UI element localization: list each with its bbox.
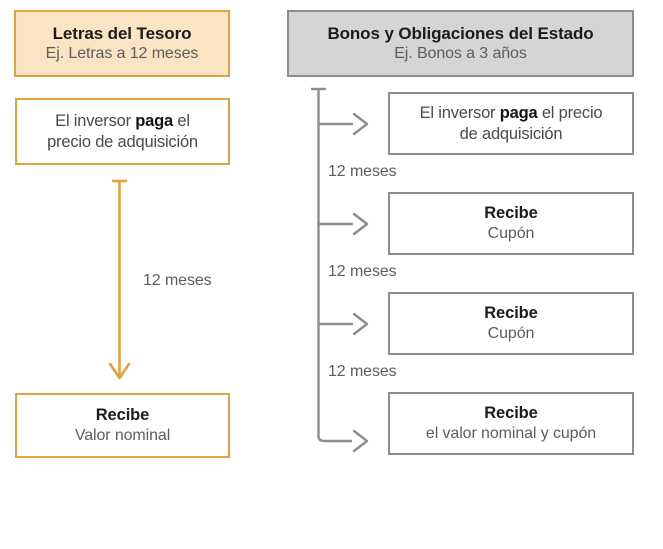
- right-step-2-subtitle: Cupón: [487, 224, 535, 242]
- right-step-1-line-1: El inversor paga el precio: [420, 103, 603, 124]
- right-branch-arrow-2: [317, 212, 369, 236]
- right-step-2-title: Recibe: [484, 204, 538, 223]
- right-interval-label-1: 12 meses: [328, 163, 397, 180]
- left-pay-line-1: El inversor paga el: [55, 111, 190, 132]
- right-step-4-subtitle: el valor nominal y cupón: [425, 424, 597, 442]
- right-step-box-4: Recibe el valor nominal y cupón: [388, 392, 634, 455]
- left-pay-prefix: El inversor: [55, 111, 136, 130]
- right-header-title: Bonos y Obligaciones del Estado: [327, 23, 594, 43]
- left-header-card: Letras del Tesoro Ej. Letras a 12 meses: [14, 10, 230, 77]
- right-header-card: Bonos y Obligaciones del Estado Ej. Bono…: [287, 10, 634, 77]
- left-interval-label: 12 meses: [143, 272, 212, 289]
- left-timeline-arrow: [108, 179, 131, 380]
- right-step-3-title: Recibe: [484, 304, 538, 323]
- right-step-box-3: Recibe Cupón: [388, 292, 634, 355]
- right-step-1-strong: paga: [499, 103, 538, 122]
- right-branch-arrow-1: [317, 112, 369, 136]
- right-header-subtitle: Ej. Bonos a 3 años: [394, 45, 527, 63]
- left-pay-strong: paga: [135, 111, 173, 130]
- left-receive-subtitle: Valor nominal: [74, 426, 171, 444]
- right-branch-arrow-4: [352, 429, 369, 453]
- left-receive-title: Recibe: [95, 406, 150, 425]
- right-step-1-prefix: El inversor: [419, 103, 500, 122]
- right-branch-arrow-3: [317, 312, 369, 336]
- right-interval-label-2: 12 meses: [328, 263, 397, 280]
- left-pay-suffix: el: [173, 111, 190, 130]
- right-step-4-title: Recibe: [484, 404, 538, 423]
- left-pay-box: El inversor paga el precio de adquisició…: [15, 98, 230, 165]
- right-step-box-2: Recibe Cupón: [388, 192, 634, 255]
- left-receive-box: Recibe Valor nominal: [15, 393, 230, 458]
- left-timeline-arrowhead: [108, 362, 131, 380]
- right-step-box-1: El inversor paga el precio de adquisició…: [388, 92, 634, 155]
- left-header-subtitle: Ej. Letras a 12 meses: [45, 45, 199, 63]
- left-header-title: Letras del Tesoro: [52, 23, 192, 43]
- right-step-1-line-2: de adquisición: [459, 124, 563, 143]
- right-step-1-suffix: el precio: [537, 103, 603, 122]
- left-pay-line-2: precio de adquisición: [47, 132, 198, 151]
- right-interval-label-3: 12 meses: [328, 363, 397, 380]
- right-step-3-subtitle: Cupón: [487, 324, 535, 342]
